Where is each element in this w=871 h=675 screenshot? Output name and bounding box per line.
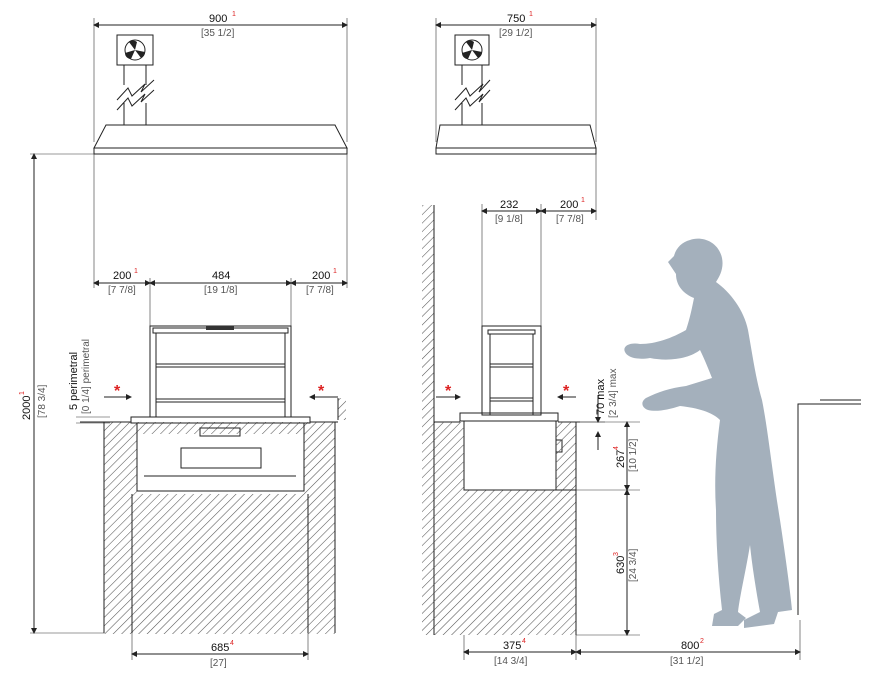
svg-text:*: * [563,383,570,400]
svg-text:2: 2 [700,638,704,645]
svg-text:[14 3/4]: [14 3/4] [494,656,528,667]
front-width-top: 900 [209,13,227,25]
svg-text:[9 1/8]: [9 1/8] [495,214,523,225]
svg-text:[24 3/4]: [24 3/4] [628,548,639,582]
svg-text:267: 267 [615,450,627,468]
svg-text:70 max: 70 max [595,378,607,415]
svg-text:800: 800 [681,640,699,652]
svg-text:1: 1 [529,11,533,18]
svg-text:200: 200 [560,199,578,211]
svg-text:[27]: [27] [210,658,227,669]
svg-text:630: 630 [615,556,627,574]
dimension-labels: 900 1 [35 1/2] 200 1 [7 7/8] 484 [19 1/8… [19,11,704,669]
canopy [93,124,348,149]
svg-text:1: 1 [232,11,236,18]
svg-text:1: 1 [134,268,138,275]
svg-text:1: 1 [333,268,337,275]
svg-text:3: 3 [613,552,620,556]
svg-text:[2 3/4] max: [2 3/4] max [608,369,619,418]
svg-text:[7 7/8]: [7 7/8] [108,285,136,296]
svg-text:200: 200 [312,270,330,282]
svg-text:1: 1 [581,197,585,204]
person-silhouette [624,238,792,629]
svg-text:685: 685 [211,642,229,654]
svg-text:[10 1/2]: [10 1/2] [628,438,639,472]
shelf-frame [149,325,292,418]
fan-box [116,34,154,66]
svg-text:200: 200 [113,270,131,282]
svg-text:[35 1/2]: [35 1/2] [201,28,235,39]
svg-text:[7 7/8]: [7 7/8] [556,214,584,225]
svg-text:[7 7/8]: [7 7/8] [306,285,334,296]
svg-text:*: * [114,383,121,400]
svg-text:[19 1/8]: [19 1/8] [204,285,238,296]
svg-text:*: * [445,383,452,400]
svg-text:[0 1/4] perimetral: [0 1/4] perimetral [81,339,92,414]
svg-text:*: * [318,383,325,400]
fan-icon [461,39,483,61]
svg-text:232: 232 [500,199,518,211]
svg-text:375: 375 [503,640,521,652]
front-view [30,18,348,660]
svg-text:[78 3/4]: [78 3/4] [37,384,48,418]
svg-text:4: 4 [522,638,526,645]
svg-text:[31 1/2]: [31 1/2] [670,656,704,667]
svg-text:4: 4 [230,640,234,647]
svg-text:2000: 2000 [21,396,33,420]
svg-text:484: 484 [212,270,230,282]
svg-text:[29 1/2]: [29 1/2] [499,28,533,39]
svg-text:5 perimetral: 5 perimetral [68,352,80,410]
side-view [422,18,861,660]
svg-text:1: 1 [19,391,26,395]
svg-text:4: 4 [613,446,620,450]
fan-icon [124,39,146,61]
svg-text:750: 750 [507,13,525,25]
